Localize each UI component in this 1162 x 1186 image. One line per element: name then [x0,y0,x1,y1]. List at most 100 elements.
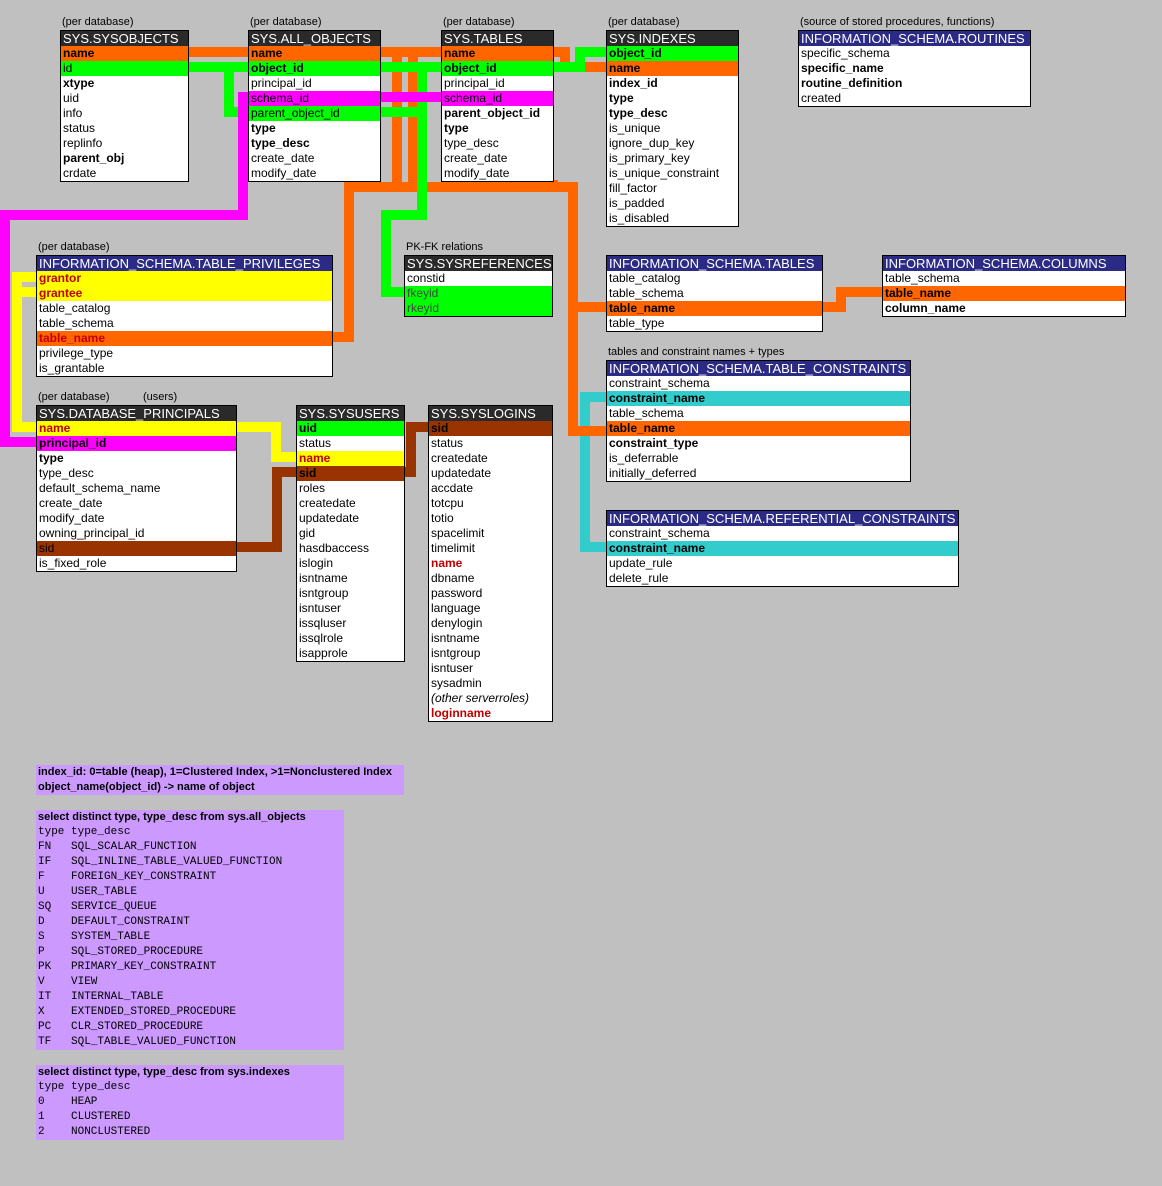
column-row: schema_id [249,91,380,106]
column-row: create_date [39,496,103,510]
table-name-link [188,47,884,436]
note-title: select distinct type, type_desc from sys… [38,1066,290,1078]
caption-table-privileges: (per database) [38,241,110,253]
note-line: type type_desc [38,826,131,838]
column-row: principal_id [251,76,312,90]
column-row: is_primary_key [609,151,690,165]
column-row: is_fixed_role [39,556,107,570]
column-row: modify_date [444,166,510,180]
note-line: PC CLR_STORED_PROCEDURE [38,1021,204,1033]
column-row: constraint_name [607,391,910,406]
note-line: PK PRIMARY_KEY_CONSTRAINT [38,961,217,973]
note-title: select distinct type, type_desc from sys… [38,811,306,823]
caption-all-objects: (per database) [250,16,322,28]
column-row: sid [429,421,552,436]
column-row: created [801,91,842,105]
column-row: grantee [37,286,332,301]
column-row: table_type [609,316,665,330]
column-row: type_desc [251,136,310,150]
column-row: routine_definition [801,76,903,90]
table-is-tables: INFORMATION_SCHEMA.TABLES table_catalog … [606,255,823,332]
column-row: table_schema [885,271,960,285]
column-row: status [299,436,332,450]
column-row: modify_date [39,511,105,525]
table-title: INFORMATION_SCHEMA.COLUMNS [883,256,1125,271]
column-row: index_id [609,76,658,90]
column-row: initially_deferred [609,466,697,480]
note-line: V VIEW [38,976,98,988]
note-line: object_name(object_id) -> name of object [38,781,255,793]
column-row: constid [407,271,446,285]
column-row: object_id [249,61,380,76]
column-row: uid [63,91,80,105]
column-row: replinfo [63,136,103,150]
column-row: name [607,61,738,76]
column-row: specific_name [801,61,884,75]
column-row: ignore_dup_key [609,136,695,150]
column-row: constraint_name [607,541,958,556]
column-row: fkeyid [405,286,552,301]
table-title: INFORMATION_SCHEMA.ROUTINES [799,31,1030,46]
note-line: IF SQL_INLINE_TABLE_VALUED_FUNCTION [38,856,283,868]
caption-sysobjects: (per database) [62,16,134,28]
column-row: name [431,556,463,570]
table-is-columns: INFORMATION_SCHEMA.COLUMNS table_schema … [882,255,1126,317]
column-row: denylogin [431,616,483,630]
column-row: gid [299,526,316,540]
column-row: createdate [431,451,488,465]
column-row: totio [431,511,454,525]
caption-table-constraints: tables and constraint names + types [608,346,785,358]
indexes-types-note: select distinct type, type_desc from sys… [36,1065,344,1140]
column-row: parent_obj [63,151,125,165]
all-objects-types-note: select distinct type, type_desc from sys… [36,810,344,1050]
column-row: create_date [444,151,508,165]
caption-sysreferences: PK-FK relations [406,241,484,253]
column-row: isapprole [299,646,348,660]
column-row: totcpu [431,496,464,510]
column-row: spacelimit [431,526,485,540]
column-row: table_name [37,331,332,346]
column-row: create_date [251,151,315,165]
column-row: type_desc [39,466,94,480]
column-row: constraint_schema [609,526,710,540]
column-row: rkeyid [405,301,552,316]
column-row: parent_object_id [444,106,541,120]
caption-database-principals-users: (users) [143,391,178,403]
table-is-table-constraints: INFORMATION_SCHEMA.TABLE_CONSTRAINTS con… [606,360,911,482]
table-sys-database-principals: SYS.DATABASE_PRINCIPALS name principal_i… [36,405,237,572]
caption-tables: (per database) [443,16,515,28]
column-row: update_rule [609,556,673,570]
note-line: TF SQL_TABLE_VALUED_FUNCTION [38,1036,237,1048]
note-line: SQ SERVICE_QUEUE [38,901,157,913]
column-row: name [37,421,236,436]
column-row: issqlrole [299,631,344,645]
sid-link [237,422,430,552]
column-row: is_unique_constraint [609,166,720,180]
column-row: isntname [299,571,348,585]
column-row: loginname [431,706,492,720]
note-line: IT INTERNAL_TABLE [38,991,164,1003]
column-row: name [297,451,404,466]
column-row: constraint_type [609,436,699,450]
column-row: xtype [63,76,95,90]
column-row: createdate [299,496,356,510]
grantee-name-link [12,272,298,462]
note-line: F FOREIGN_KEY_CONSTRAINT [38,871,217,883]
note-line: S SYSTEM_TABLE [38,931,151,943]
schema-principal-link [0,92,443,447]
column-row: isntgroup [431,646,481,660]
column-row: specific_schema [801,46,890,60]
table-sys-sysusers: SYS.SYSUSERS uid status name sid roles c… [296,405,405,662]
column-row: principal_id [37,436,236,451]
column-row: updatedate [299,511,360,525]
column-row: issqluser [299,616,347,630]
column-row: modify_date [251,166,317,180]
column-row: name [249,46,380,61]
note-line: 2 NONCLUSTERED [38,1126,151,1138]
table-sys-tables: SYS.TABLES name object_id principal_id s… [441,30,554,182]
column-row: updatedate [431,466,492,480]
column-row: roles [299,481,326,495]
column-row: (other serverroles) [431,691,530,705]
column-row: table_catalog [609,271,681,285]
